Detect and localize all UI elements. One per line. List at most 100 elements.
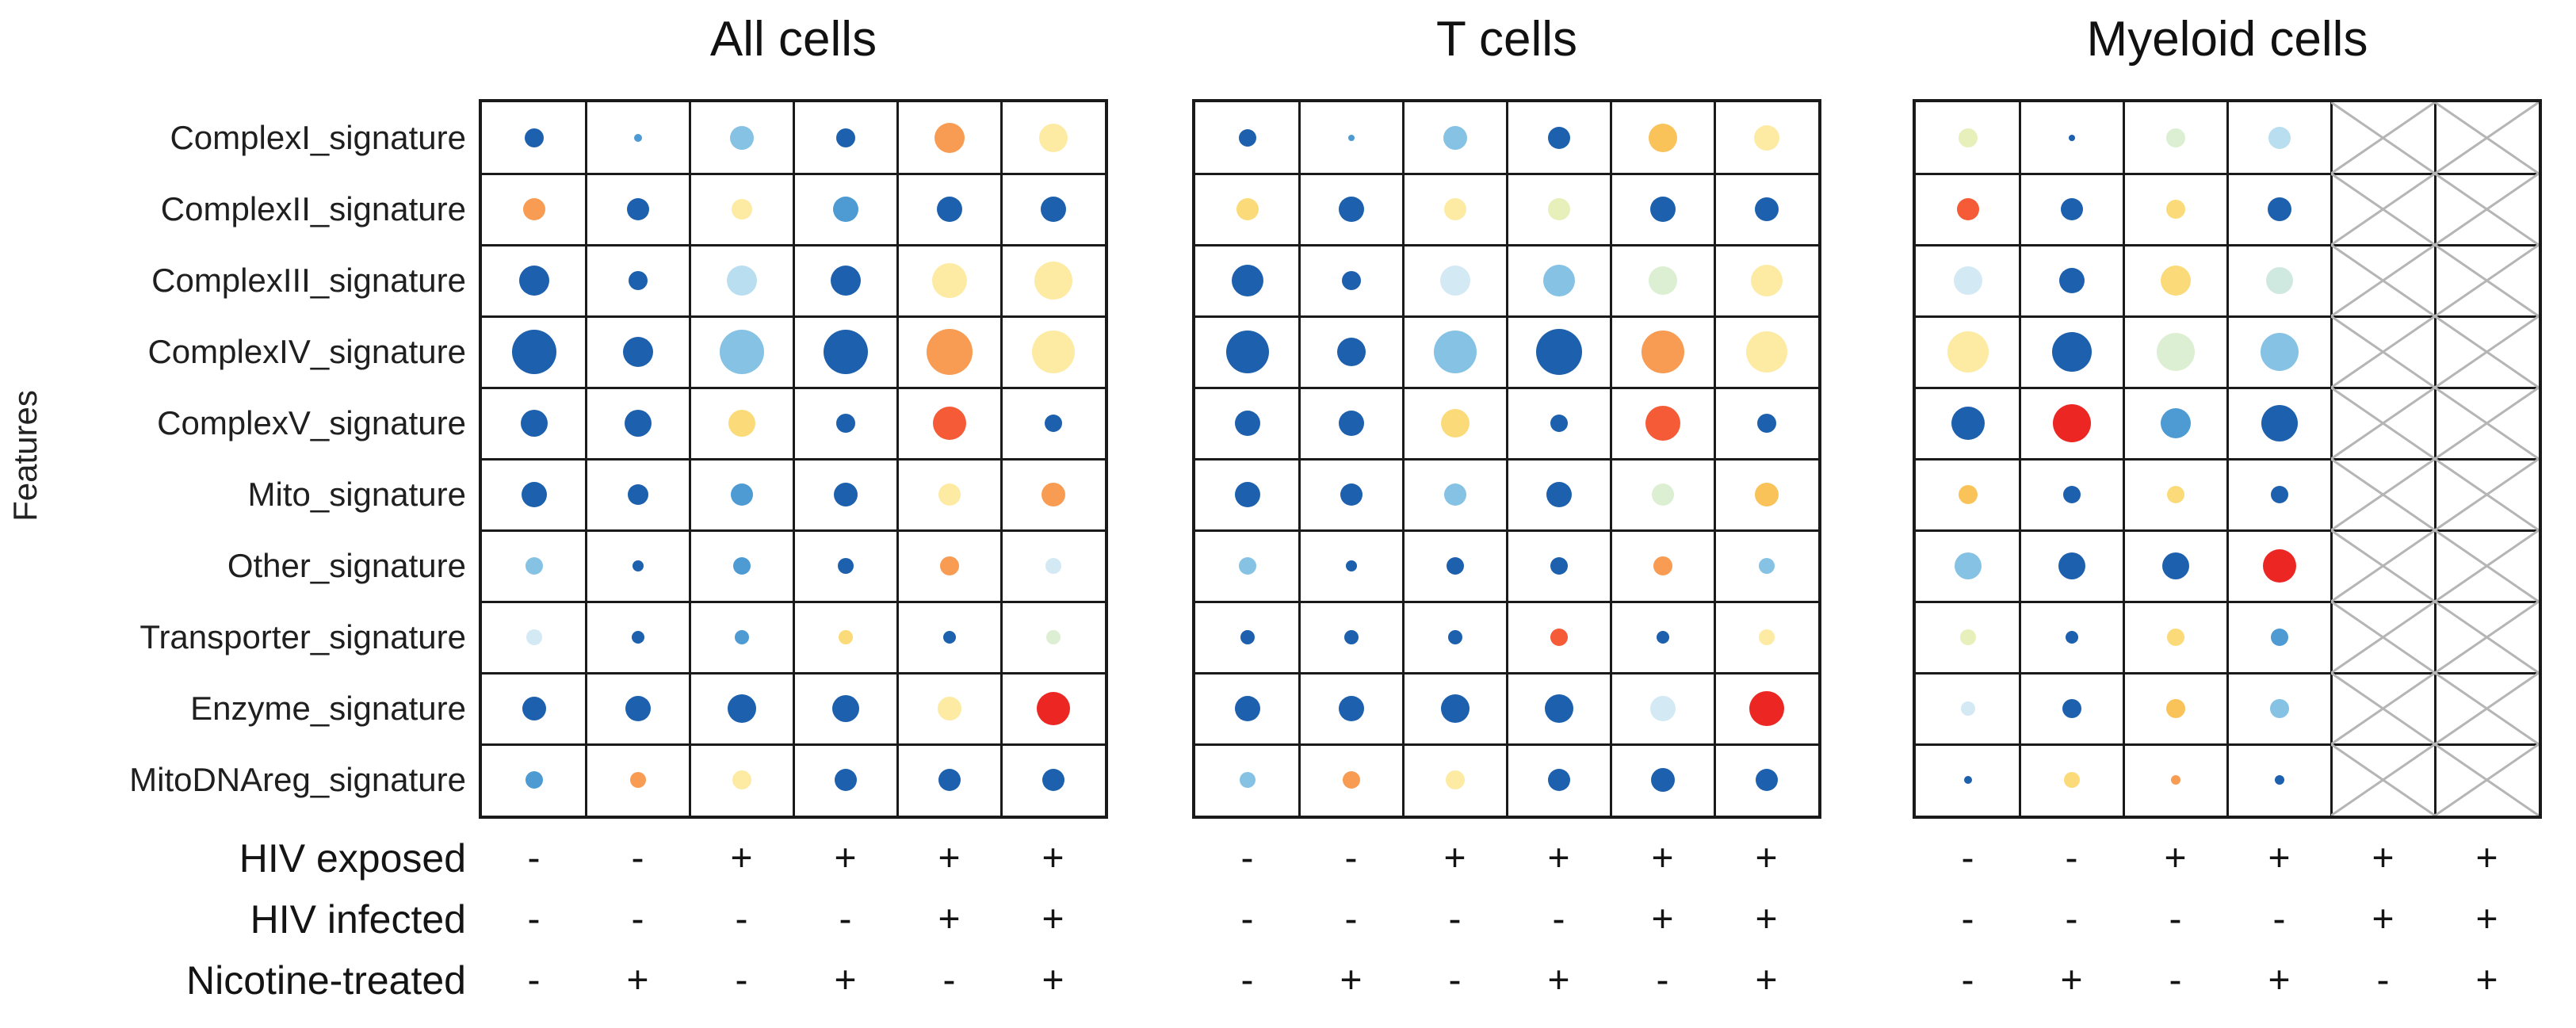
dot bbox=[1225, 331, 1269, 373]
dot bbox=[1953, 266, 1982, 295]
condition-sign: + bbox=[1547, 837, 1570, 880]
dot bbox=[622, 337, 653, 367]
dot bbox=[823, 330, 868, 374]
not-available-cross-icon bbox=[2331, 388, 2435, 459]
dot bbox=[1958, 128, 1978, 147]
dot bbox=[1031, 331, 1075, 373]
condition-sign: + bbox=[2372, 837, 2394, 880]
condition-sign: - bbox=[527, 898, 541, 941]
dot bbox=[2261, 405, 2298, 441]
grid-line bbox=[482, 600, 1105, 603]
dot bbox=[726, 266, 757, 296]
feature-row-label: ComplexII_signature bbox=[160, 190, 466, 227]
y-axis-label: Features bbox=[6, 390, 44, 522]
dot bbox=[2166, 629, 2184, 646]
dot bbox=[1034, 262, 1072, 300]
dot bbox=[833, 483, 858, 506]
dot bbox=[936, 197, 962, 222]
dot bbox=[1238, 557, 1256, 575]
dot bbox=[1343, 630, 1359, 644]
dot bbox=[731, 199, 752, 220]
dot bbox=[1439, 266, 1470, 296]
condition-sign: - bbox=[2169, 898, 2182, 941]
condition-sign: + bbox=[2268, 837, 2291, 880]
dot bbox=[2062, 699, 2081, 718]
grid-line bbox=[482, 743, 1105, 746]
condition-sign: - bbox=[2169, 959, 2182, 1002]
dot bbox=[2267, 197, 2291, 221]
dot bbox=[521, 482, 547, 507]
dot bbox=[525, 771, 543, 789]
dot bbox=[931, 263, 967, 298]
dot bbox=[632, 560, 644, 571]
condition-sign: - bbox=[2065, 837, 2078, 880]
dot bbox=[1542, 265, 1575, 296]
dot bbox=[1234, 696, 1260, 721]
grid-line bbox=[1916, 172, 2539, 175]
condition-sign: + bbox=[2060, 959, 2083, 1002]
dot bbox=[832, 197, 858, 222]
condition-sign: + bbox=[1041, 837, 1064, 880]
not-available-cross-icon bbox=[2435, 174, 2539, 245]
dot bbox=[1045, 558, 1061, 574]
condition-sign: + bbox=[2372, 898, 2394, 941]
dot bbox=[1443, 198, 1466, 220]
dot bbox=[2068, 135, 2075, 141]
dot bbox=[625, 696, 651, 721]
dot bbox=[624, 410, 652, 437]
grid-line bbox=[1916, 743, 2539, 746]
dot bbox=[2063, 772, 2080, 788]
condition-sign: + bbox=[1547, 959, 1570, 1002]
dot bbox=[1550, 557, 1568, 575]
dot bbox=[1045, 630, 1061, 644]
dot bbox=[732, 770, 751, 789]
panel-title: Myeloid cells bbox=[2086, 12, 2368, 67]
dot bbox=[1240, 630, 1255, 644]
dot bbox=[1651, 483, 1674, 506]
grid-line bbox=[482, 671, 1105, 675]
dot bbox=[1338, 696, 1364, 721]
dot bbox=[1745, 331, 1787, 373]
dot bbox=[1040, 197, 1066, 222]
grid-line bbox=[482, 529, 1105, 532]
grid-line bbox=[1916, 671, 2539, 675]
dot bbox=[1338, 411, 1364, 436]
dot bbox=[1650, 768, 1675, 792]
dot bbox=[1641, 331, 1684, 373]
grid-line bbox=[1916, 529, 2539, 532]
dot bbox=[1649, 197, 1676, 222]
dot bbox=[2265, 267, 2293, 294]
dot bbox=[1756, 414, 1776, 433]
condition-sign: + bbox=[1651, 898, 1674, 941]
feature-row-label: Mito_signature bbox=[247, 476, 466, 513]
dot bbox=[835, 128, 855, 147]
dot bbox=[1758, 558, 1775, 574]
condition-sign: + bbox=[2475, 837, 2498, 880]
condition-row-label: Nicotine-treated bbox=[186, 958, 466, 1003]
feature-row-label: ComplexV_signature bbox=[157, 404, 466, 441]
dot bbox=[1550, 415, 1568, 432]
dot bbox=[525, 557, 543, 575]
dot bbox=[1960, 701, 1975, 716]
dot bbox=[2060, 198, 2083, 220]
dot bbox=[1041, 483, 1065, 506]
dot bbox=[1433, 331, 1477, 373]
dot bbox=[2058, 552, 2085, 579]
dot bbox=[729, 126, 754, 150]
dot bbox=[1546, 482, 1572, 507]
grid-line bbox=[482, 386, 1105, 389]
dot bbox=[1447, 630, 1462, 644]
dot bbox=[1239, 772, 1256, 788]
dot bbox=[938, 769, 961, 791]
dot bbox=[2156, 333, 2195, 371]
grid-line bbox=[1916, 600, 2539, 603]
grid-line bbox=[1195, 172, 1818, 175]
feature-row-label: MitoDNAreg_signature bbox=[129, 761, 466, 798]
dot bbox=[1544, 694, 1573, 723]
dot bbox=[1648, 266, 1677, 295]
condition-sign: - bbox=[1961, 959, 1974, 1002]
condition-sign: + bbox=[1651, 837, 1674, 880]
grid-line bbox=[1916, 243, 2539, 246]
dot bbox=[1547, 769, 1570, 791]
feature-row-label: ComplexIII_signature bbox=[151, 262, 466, 299]
